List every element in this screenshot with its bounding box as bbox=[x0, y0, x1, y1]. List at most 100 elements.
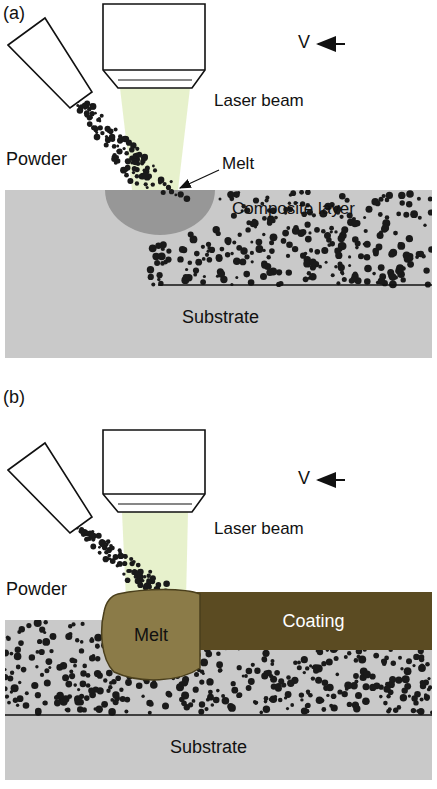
powder-particle bbox=[364, 229, 368, 233]
powder-particle bbox=[300, 229, 306, 235]
powder-particle bbox=[362, 697, 370, 705]
substrate bbox=[5, 190, 432, 358]
powder-particle bbox=[391, 661, 396, 666]
powder-particle bbox=[305, 704, 309, 708]
powder-particle bbox=[46, 658, 53, 665]
powder-particle bbox=[329, 704, 333, 708]
part-label: Substrate bbox=[182, 308, 259, 328]
powder-particle bbox=[355, 705, 359, 709]
powder-particle bbox=[412, 664, 415, 667]
powder-particle bbox=[264, 652, 268, 656]
powder-particle bbox=[331, 273, 335, 277]
powder-particle bbox=[54, 700, 61, 707]
powder-nozzle bbox=[8, 443, 92, 533]
powder-particle bbox=[143, 575, 147, 579]
powder-particle bbox=[135, 147, 139, 151]
powder-particle bbox=[324, 232, 331, 239]
powder-particle bbox=[244, 254, 249, 259]
powder-particle bbox=[84, 537, 89, 542]
powder-particle bbox=[49, 649, 53, 653]
powder-particle bbox=[137, 152, 143, 158]
powder-particle bbox=[376, 244, 383, 251]
powder-particle bbox=[325, 261, 328, 264]
powder-particle bbox=[266, 269, 273, 276]
powder-particle bbox=[107, 547, 111, 551]
powder-particle bbox=[206, 678, 213, 685]
powder-particle bbox=[122, 138, 125, 141]
powder-particle bbox=[44, 620, 48, 624]
powder-particle bbox=[351, 276, 357, 282]
powder-particle bbox=[292, 246, 298, 252]
powder-particle bbox=[337, 689, 342, 694]
coating-band: Coating bbox=[195, 592, 432, 650]
powder-particle bbox=[179, 246, 186, 253]
powder-particle bbox=[6, 636, 11, 641]
powder-particle bbox=[19, 626, 25, 632]
powder-particle bbox=[109, 134, 115, 140]
powder-particle bbox=[157, 278, 160, 281]
powder-particle bbox=[106, 689, 110, 693]
powder-particle bbox=[103, 556, 109, 562]
powder-particle bbox=[264, 700, 268, 704]
powder-particle bbox=[341, 226, 348, 233]
powder-particle bbox=[105, 135, 108, 138]
powder-particle bbox=[5, 686, 8, 691]
powder-particle bbox=[131, 158, 137, 164]
powder-particle bbox=[417, 197, 421, 201]
powder-particle bbox=[161, 190, 166, 195]
powder-particle bbox=[163, 260, 168, 265]
powder-particle bbox=[163, 182, 167, 186]
powder-particle bbox=[36, 650, 40, 654]
powder-particle bbox=[5, 650, 9, 657]
powder-particle bbox=[270, 233, 278, 241]
powder-particle bbox=[23, 702, 30, 709]
powder-particle bbox=[418, 708, 425, 715]
powder-particle bbox=[97, 673, 103, 679]
powder-particle bbox=[370, 673, 376, 679]
powder-particle bbox=[269, 698, 273, 702]
powder-particle bbox=[369, 684, 376, 691]
node-label: Melt bbox=[134, 625, 168, 646]
powder-particle bbox=[99, 540, 105, 546]
powder-particle bbox=[304, 252, 308, 256]
powder-particle bbox=[216, 661, 223, 668]
powder-particle bbox=[125, 165, 131, 171]
powder-particle bbox=[321, 247, 328, 254]
powder-particle bbox=[397, 242, 405, 250]
powder-particle bbox=[169, 189, 174, 194]
powder-particle bbox=[114, 155, 119, 160]
powder-particle bbox=[141, 154, 148, 161]
powder-particle bbox=[351, 220, 358, 227]
powder-particle bbox=[286, 254, 290, 258]
powder-particle bbox=[105, 126, 111, 132]
powder-particle bbox=[148, 570, 152, 574]
powder-particle bbox=[219, 198, 222, 201]
powder-particle bbox=[166, 691, 172, 697]
powder-particle bbox=[184, 196, 191, 203]
powder-particle bbox=[156, 582, 162, 588]
powder-particle bbox=[308, 277, 311, 280]
powder-particle bbox=[315, 677, 322, 684]
powder-particle bbox=[115, 675, 121, 681]
powder-particle bbox=[126, 569, 130, 573]
melt-pool bbox=[105, 190, 215, 235]
powder-particle bbox=[228, 704, 236, 712]
powder-particle bbox=[353, 673, 359, 679]
powder-particle bbox=[427, 688, 431, 692]
powder-particle bbox=[286, 269, 292, 275]
powder-particle bbox=[205, 253, 209, 257]
powder-particle bbox=[286, 675, 291, 680]
powder-particle bbox=[240, 247, 247, 254]
powder-particle bbox=[203, 275, 206, 278]
powder-particle bbox=[378, 277, 385, 284]
powder-particle bbox=[338, 264, 345, 271]
powder-particle bbox=[152, 165, 155, 168]
powder-particle bbox=[112, 691, 119, 698]
powder-particle bbox=[122, 561, 127, 566]
powder-particle bbox=[135, 167, 140, 172]
powder-particle bbox=[418, 251, 425, 258]
powder-particle bbox=[193, 273, 197, 277]
powder-particle bbox=[303, 671, 306, 674]
powder-particle bbox=[44, 668, 49, 673]
velocity-label: V bbox=[298, 33, 310, 53]
